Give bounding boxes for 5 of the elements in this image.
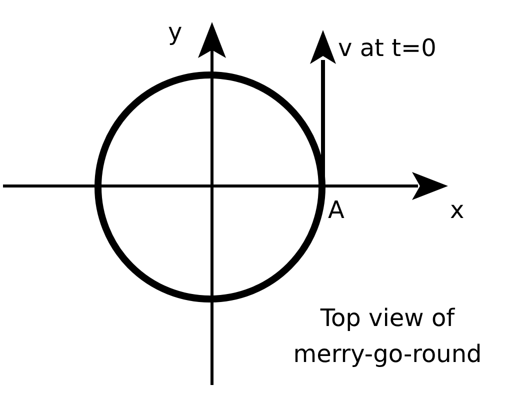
velocity-label: v at t=0 xyxy=(338,34,436,63)
axis-label: x xyxy=(450,196,464,225)
axis-label: y xyxy=(168,18,182,47)
point-label: A xyxy=(328,196,344,225)
caption-text: Top view of merry-go-round xyxy=(292,303,483,370)
